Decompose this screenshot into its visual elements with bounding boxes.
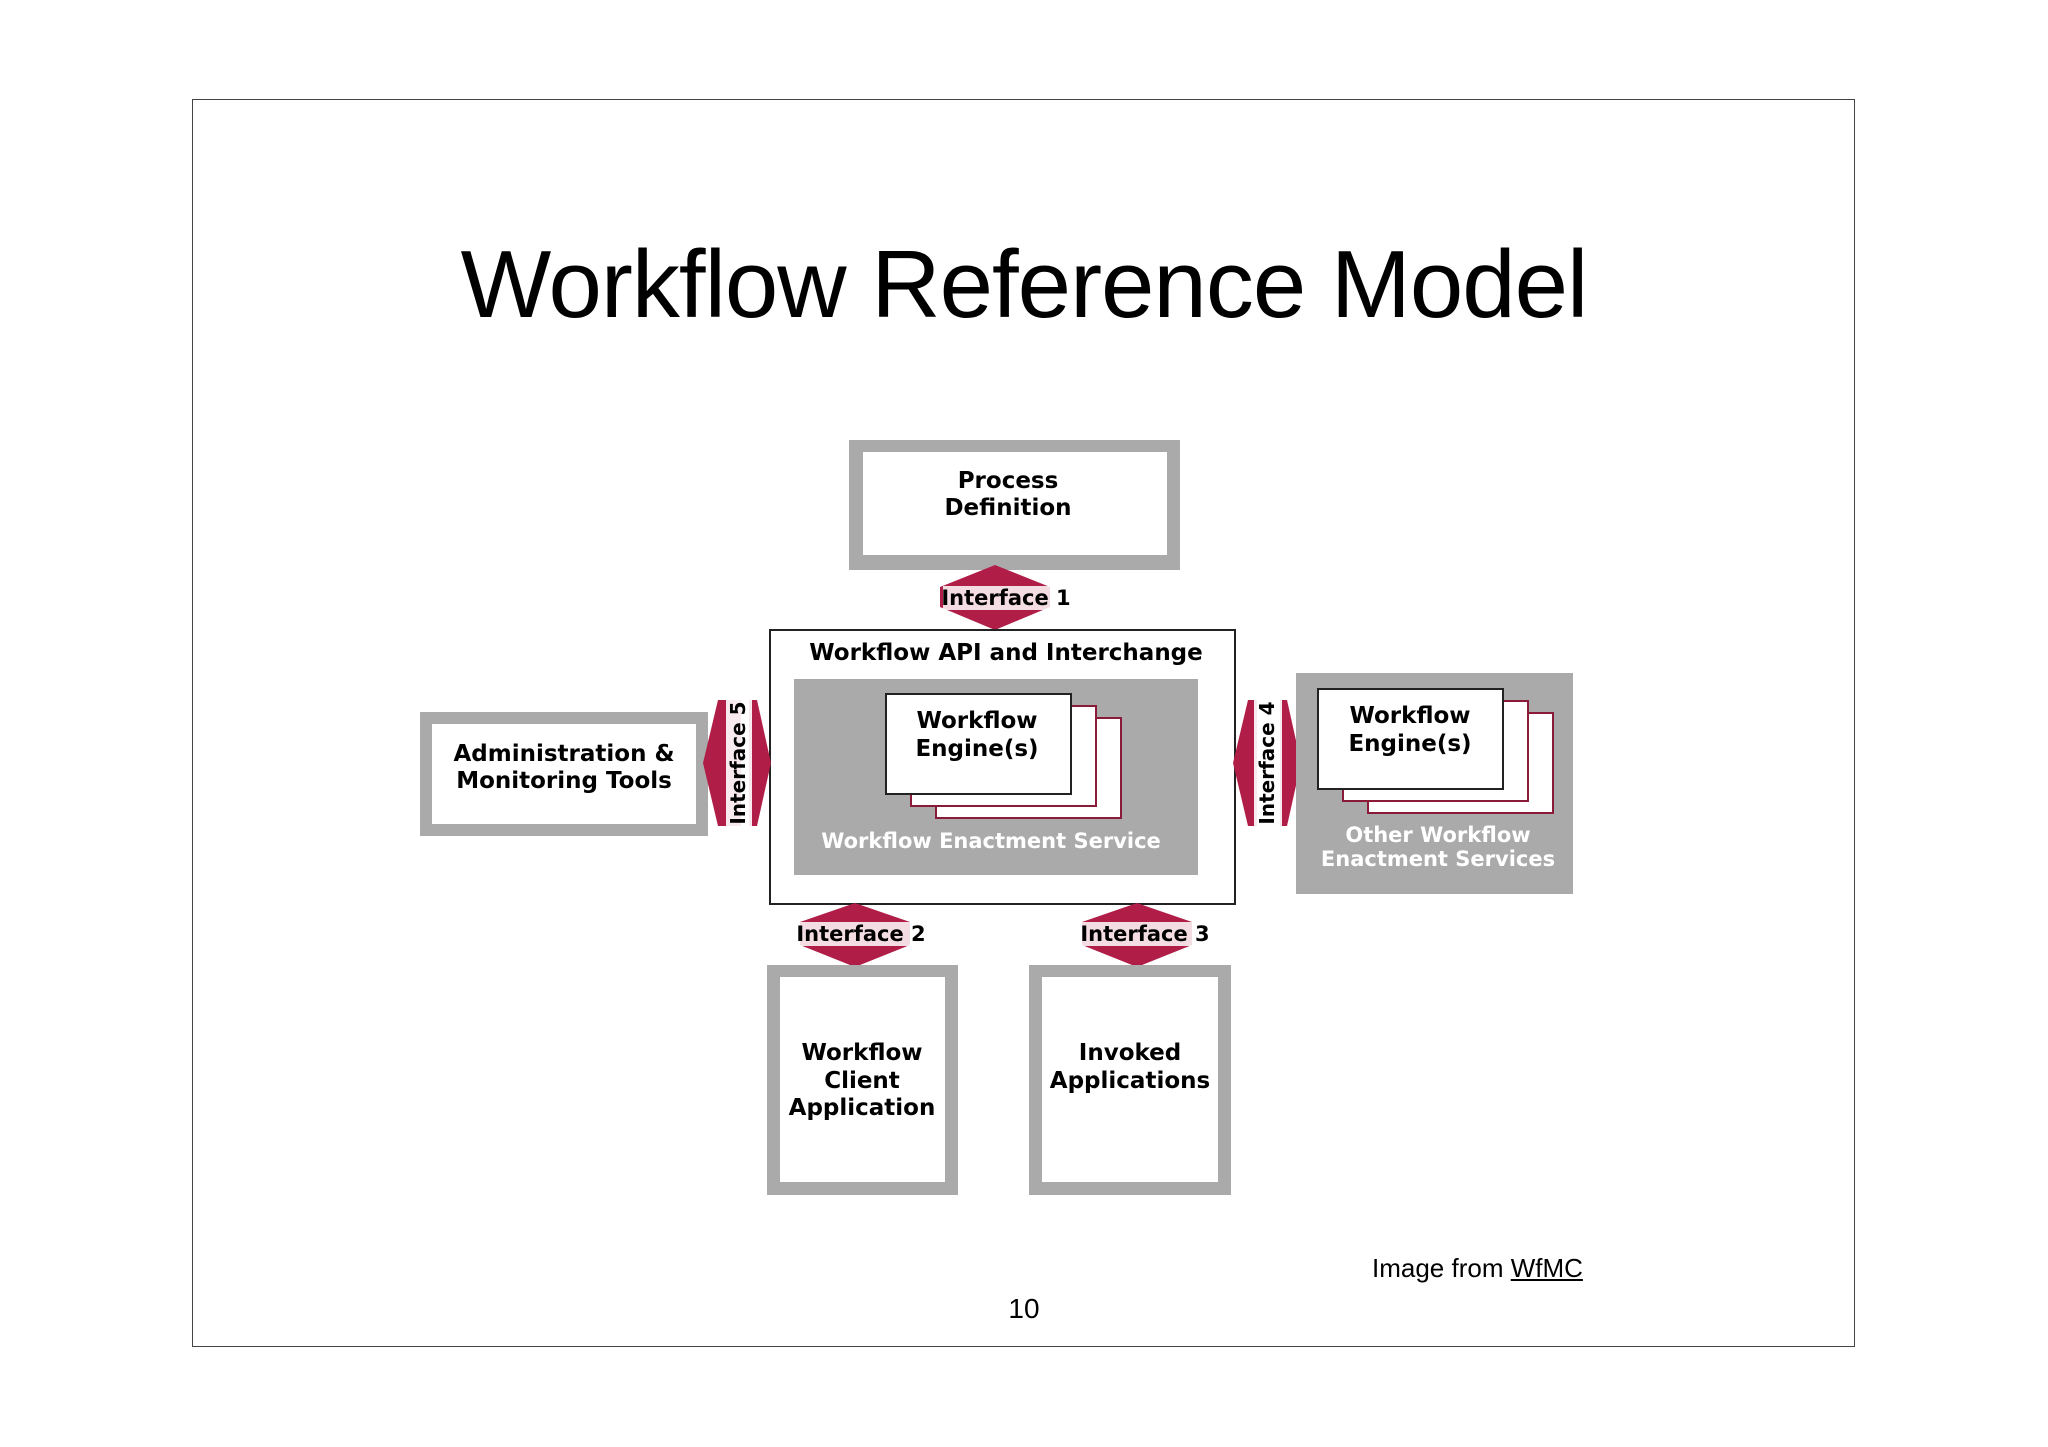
interface-1-label: Interface 1 — [941, 586, 1070, 610]
process-definition-box: Process Definition — [849, 440, 1180, 570]
api-interchange-label: Workflow API and Interchange — [809, 640, 1203, 666]
interface-4-label: Interface 4 — [1255, 701, 1279, 824]
interface-2-label: Interface 2 — [796, 922, 925, 946]
page-number: 10 — [1008, 1293, 1040, 1324]
api-interchange-box: Workflow API and Interchange Workflow En… — [769, 629, 1236, 905]
invoked-applications-line-1: Invoked — [1079, 1040, 1181, 1066]
credit-prefix: Image from — [1372, 1253, 1511, 1283]
interface-4-arrow: Interface 4 — [1233, 700, 1301, 826]
other-services-box: Workflow Engine(s) Other Workflow Enactm… — [1296, 673, 1573, 894]
admin-tools-line-1: Administration & — [453, 741, 674, 767]
client-application-box: Workflow Client Application — [767, 965, 958, 1195]
interface-2-arrow: Interface 2 — [796, 903, 926, 967]
other-engines-line-1: Workflow — [1349, 703, 1470, 729]
other-services-line-1: Other Workflow — [1345, 823, 1530, 847]
interface-3-arrow: Interface 3 — [1080, 903, 1210, 967]
client-application-line-3: Application — [789, 1095, 936, 1121]
enactment-service-label: Workflow Enactment Service — [821, 829, 1161, 853]
admin-tools-line-2: Monitoring Tools — [456, 768, 672, 794]
interface-1-arrow: Interface 1 — [940, 565, 1071, 630]
other-engines-line-2: Engine(s) — [1348, 731, 1471, 757]
wfmc-link[interactable]: WfMC — [1510, 1253, 1583, 1283]
interface-5-label: Interface 5 — [726, 701, 750, 824]
engines-line-2: Engine(s) — [915, 736, 1038, 762]
interface-5-arrow: Interface 5 — [703, 700, 771, 826]
invoked-applications-box: Invoked Applications — [1029, 965, 1231, 1195]
client-application-line-2: Client — [824, 1068, 900, 1094]
engines-line-1: Workflow — [916, 708, 1037, 734]
other-services-line-2: Enactment Services — [1321, 847, 1555, 871]
invoked-applications-line-2: Applications — [1050, 1068, 1210, 1094]
process-definition-line-2: Definition — [944, 495, 1071, 521]
slide-title: Workflow Reference Model — [460, 231, 1589, 338]
client-application-line-1: Workflow — [801, 1040, 922, 1066]
image-credit: Image from WfMC — [1372, 1253, 1583, 1284]
interface-3-label: Interface 3 — [1080, 922, 1209, 946]
process-definition-line-1: Process — [958, 468, 1059, 494]
admin-tools-box: Administration & Monitoring Tools — [420, 712, 708, 836]
